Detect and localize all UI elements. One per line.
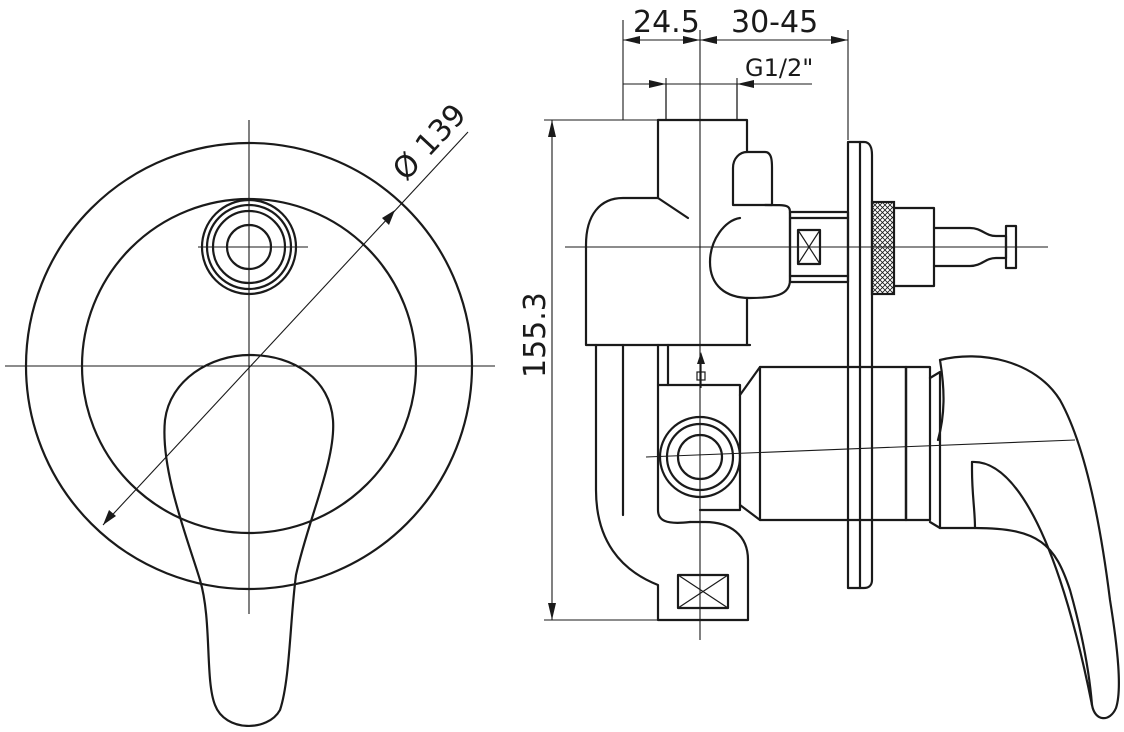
dimension-30-45: 30-45	[731, 5, 818, 40]
diverter-stem	[788, 200, 1018, 296]
lever-handle-front	[163, 353, 335, 727]
thread-label: G1/2"	[745, 54, 813, 82]
height-dimension: 155.3	[518, 119, 660, 621]
height-label: 155.3	[518, 292, 553, 378]
cartridge-housing	[738, 365, 932, 522]
diverter-knob	[200, 198, 298, 296]
side-view: 24.5 30-45 G1/2" 155.3	[518, 5, 1120, 720]
dimension-24-5: 24.5	[633, 5, 700, 40]
valve-body	[584, 84, 792, 622]
top-dimensions: 24.5 30-45	[622, 5, 849, 140]
wall-plate	[846, 140, 874, 590]
diameter-label: Ø 139	[386, 97, 473, 187]
cover-plate-outer	[24, 141, 474, 591]
lever-handle-side	[928, 355, 1120, 720]
front-view: Ø 139	[5, 97, 495, 727]
knurled-collar	[870, 200, 896, 296]
thread-dimension: G1/2"	[623, 54, 813, 120]
